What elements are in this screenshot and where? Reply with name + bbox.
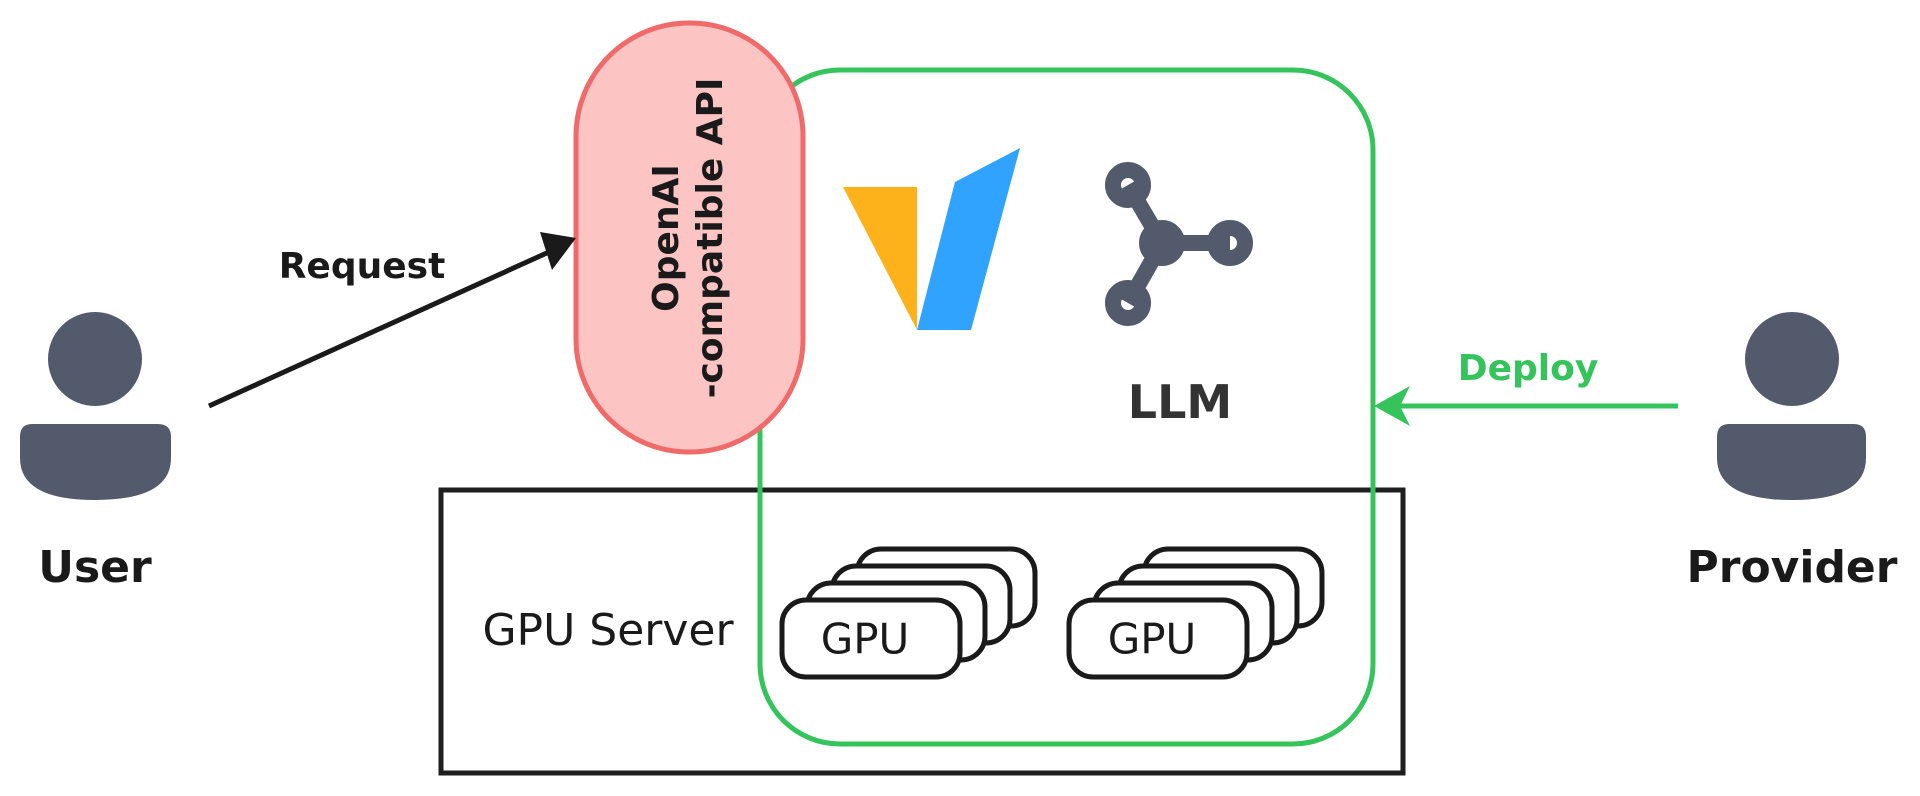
network-nodes-icon — [1105, 162, 1253, 326]
request-label: Request — [279, 246, 446, 287]
gpu-server-box: GPU Server — [438, 487, 1406, 776]
request-arrowhead — [540, 232, 576, 270]
deploy-arrowhead — [1374, 386, 1410, 426]
api-label-line2: -compatible API — [690, 78, 731, 399]
vllm-logo-icon — [843, 148, 1020, 330]
request-arrow-line — [207, 244, 562, 409]
gpu-card — [779, 597, 963, 680]
user-person-icon — [20, 312, 171, 500]
api-label-line1: OpenAI — [646, 164, 687, 312]
user-label: User — [38, 542, 152, 593]
deploy-label: Deploy — [1458, 348, 1599, 389]
provider-person-icon — [1717, 312, 1866, 500]
request-arrow: Request — [207, 232, 576, 409]
gpu-stacks: GPU GPU — [779, 546, 1325, 680]
gpu-stack: GPU — [1066, 546, 1325, 680]
gpu-card — [1066, 597, 1250, 680]
provider-label: Provider — [1687, 542, 1898, 593]
openai-api-endpoint[interactable]: OpenAI -compatible API — [573, 20, 806, 455]
gpu-label: GPU — [821, 615, 910, 664]
vllm-logo-right-shape — [917, 148, 1020, 330]
gpu-stack: GPU — [779, 546, 1038, 680]
user-actor[interactable]: User — [20, 312, 171, 593]
api-pill — [573, 20, 806, 455]
gpu-label: GPU — [1108, 615, 1197, 664]
provider-actor[interactable]: Provider — [1687, 312, 1898, 593]
vllm-logo-left-shape — [843, 187, 917, 330]
llm-label: LLM — [1128, 375, 1232, 429]
deploy-arrow: Deploy — [1374, 348, 1678, 426]
gpu-server-border — [438, 487, 1406, 776]
gpu-server-label: GPU Server — [482, 605, 734, 656]
llm-container[interactable]: LLM GPU GPU — [757, 67, 1376, 747]
